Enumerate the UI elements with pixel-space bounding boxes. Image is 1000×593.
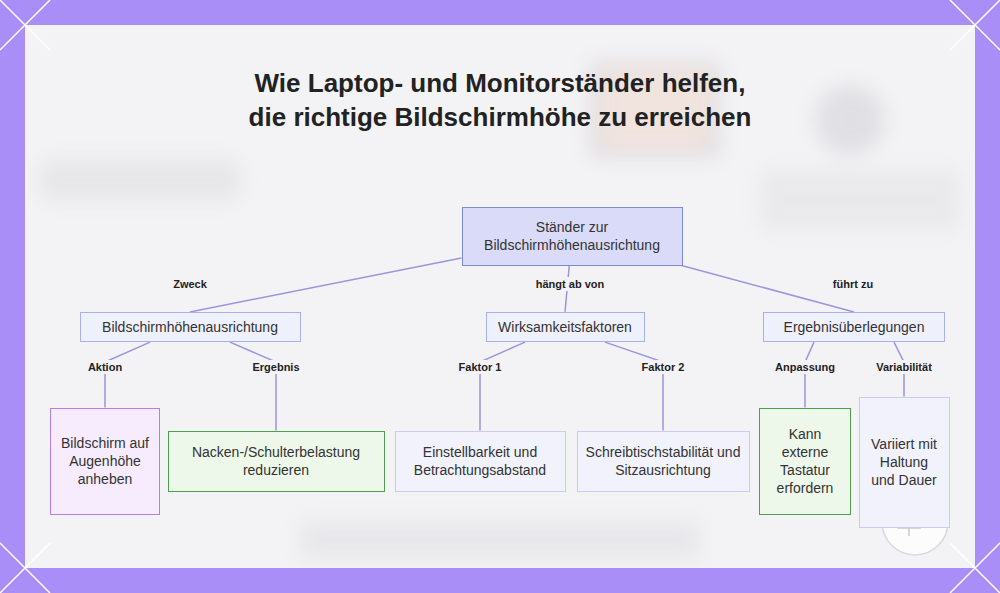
edge-label: Variabilität [873, 360, 935, 374]
category-box: Wirksamkeitsfaktoren [486, 312, 645, 342]
result-box: Kann externe Tastatur erfordern [759, 408, 851, 515]
edge-label: Anpassung [772, 360, 838, 374]
action-box: Bildschirm auf Augenhöhe anheben [50, 408, 160, 515]
node-text: Bildschirm auf Augenhöhe anheben [58, 434, 152, 489]
edge-label: Faktor 2 [639, 360, 688, 374]
result-box: Nacken-/Schulterbelastung reduzieren [168, 431, 385, 492]
node-text: Einstellbarkeit und Betrachtungsabstand [403, 443, 558, 479]
edge-label: hängt ab von [533, 277, 607, 291]
edge-label: Zweck [170, 277, 210, 291]
node-text: Ergebnisüberlegungen [784, 318, 925, 336]
connector-line [605, 342, 663, 430]
factor-box: Einstellbarkeit und Betrachtungsabstand [395, 431, 566, 492]
node-text: Wirksamkeitsfaktoren [498, 318, 632, 336]
root-box: Ständer zur Bildschirmhöhenausrichtung [462, 207, 683, 266]
connector-line [105, 342, 150, 407]
edge-label: Aktion [85, 360, 125, 374]
edge-label: führt zu [830, 277, 876, 291]
connector-line [682, 266, 854, 312]
category-box: Ergebnisüberlegungen [763, 312, 945, 342]
panel [25, 25, 975, 568]
connector-line [805, 342, 814, 407]
factor-box: Variiert mit Haltung und Dauer [859, 397, 950, 528]
node-text: Bildschirmhöhenausrichtung [102, 318, 278, 336]
blurred-photo [40, 62, 960, 560]
node-text: Schreibtischstabilität und Sitzausrichtu… [585, 443, 742, 479]
connector-line [480, 342, 525, 430]
edge-label: Faktor 1 [456, 360, 505, 374]
node-text: Ständer zur Bildschirmhöhenausrichtung [470, 218, 675, 254]
node-text: Variiert mit Haltung und Dauer [867, 435, 942, 490]
connector-line [190, 258, 462, 312]
factor-box: Schreibtischstabilität und Sitzausrichtu… [577, 431, 750, 492]
edge-label: Ergebnis [249, 360, 302, 374]
category-box: Bildschirmhöhenausrichtung [80, 312, 301, 342]
node-text: Kann externe Tastatur erfordern [767, 425, 843, 498]
connector-line [230, 342, 276, 430]
node-text: Nacken-/Schulterbelastung reduzieren [176, 443, 377, 479]
diagram-title: Wie Laptop- und Monitorständer helfen, d… [240, 66, 760, 134]
